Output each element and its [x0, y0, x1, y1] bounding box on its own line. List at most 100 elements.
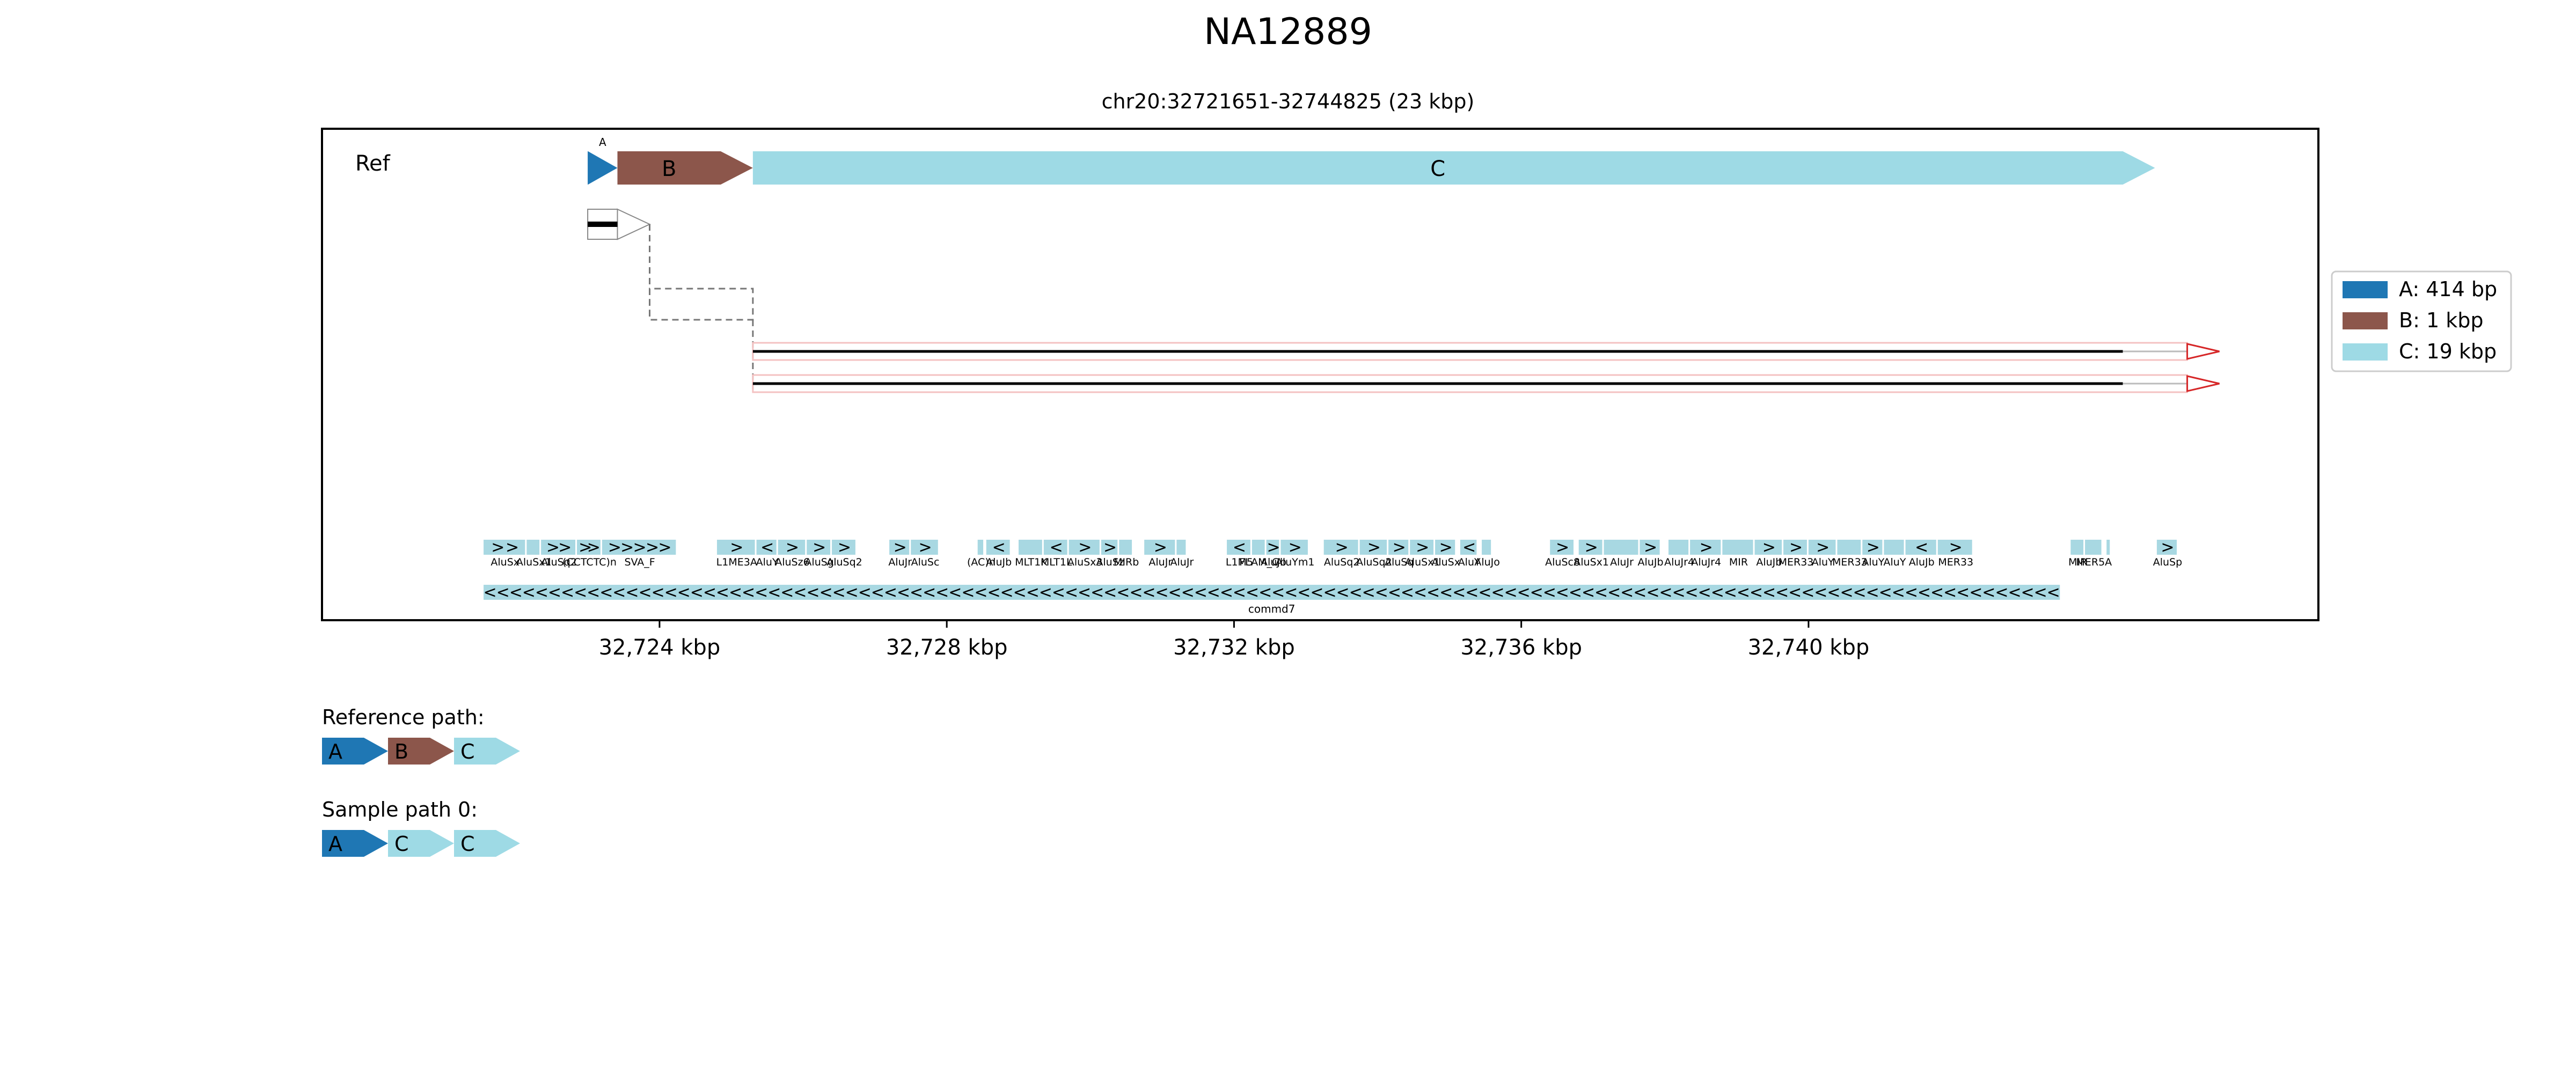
repeat-element — [484, 540, 525, 555]
repeat-label: AluJb — [1756, 556, 1782, 568]
gene-strand-arrow: < — [548, 583, 561, 602]
repeat-strand-arrow: > — [1867, 538, 1880, 557]
gene-strand-arrow: < — [1401, 583, 1414, 602]
repeat-strand-arrow: > — [838, 538, 851, 557]
gene-strand-arrow: < — [574, 583, 587, 602]
repeat-label: AluSq2 — [541, 556, 577, 568]
repeat-strand-arrow: > — [918, 538, 932, 557]
repeat-element — [2070, 540, 2084, 555]
gene-strand-arrow: < — [1491, 583, 1504, 602]
gene-strand-arrow: < — [1698, 583, 1711, 602]
gene-strand-arrow: < — [677, 583, 691, 602]
gene-strand-arrow: < — [1762, 583, 1776, 602]
repeat-element — [602, 540, 676, 555]
gene-strand-arrow: < — [1310, 583, 1323, 602]
repeat-element — [1862, 540, 1883, 555]
segment-c — [752, 151, 2155, 185]
gene-strand-arrow: < — [910, 583, 923, 602]
repeat-element — [1668, 540, 1689, 555]
repeat-label: AluJr — [1148, 556, 1172, 568]
gene-strand-arrow: < — [1827, 583, 1840, 602]
reads-track — [587, 208, 2220, 393]
gene-body — [484, 585, 2060, 600]
gene-strand-arrow: < — [664, 583, 678, 602]
gene-strand-arrow: < — [1930, 583, 1944, 602]
repeat-element — [1905, 540, 1936, 555]
region-subtitle: chr20:32721651-32744825 (23 kbp) — [1102, 90, 1475, 113]
path-segment-label: B — [394, 740, 408, 763]
repeat-element — [1722, 540, 1753, 555]
legend-swatch-c — [2343, 343, 2388, 361]
gene-strand-arrow: < — [1956, 583, 1970, 602]
gene-strand-arrow: < — [1194, 583, 1208, 602]
repeat-strand-arrow: > — [1335, 538, 1349, 557]
gene-strand-arrow: < — [1207, 583, 1220, 602]
gene-strand-arrow: < — [1633, 583, 1646, 602]
gene-strand-arrow: < — [923, 583, 936, 602]
gene-strand-arrow: < — [948, 583, 962, 602]
path-segment-label: A — [328, 740, 342, 763]
repeat-strand-arrow: > — [579, 538, 592, 557]
repeat-element — [1280, 540, 1308, 555]
repeat-strand-arrow: > — [1367, 538, 1381, 557]
gene-strand-arrow: < — [871, 583, 884, 602]
gene-strand-arrow: < — [1750, 583, 1763, 602]
repeat-label: AluJr — [888, 556, 912, 568]
repeat-strand-arrow: > — [813, 538, 826, 557]
gene-strand-arrow: < — [845, 583, 859, 602]
gene-strand-arrow: < — [1258, 583, 1272, 602]
gene-strand-arrow: < — [793, 583, 807, 602]
gene-strand-arrow: < — [1142, 583, 1155, 602]
repeat-label: AluYm1 — [1276, 556, 1315, 568]
gene-strand-arrow: < — [729, 583, 742, 602]
repeat-element — [1435, 540, 1455, 555]
repeat-element — [1550, 540, 1574, 555]
legend-label-b: B: 1 kbp — [2399, 308, 2483, 332]
x-tick-label: 32,724 kbp — [599, 635, 721, 660]
gene-strand-arrow: < — [1052, 583, 1065, 602]
repeat-label: MIRb — [1114, 556, 1139, 568]
gene-strand-arrow: < — [1569, 583, 1582, 602]
gene-strand-arrow: < — [1233, 583, 1246, 602]
gene-strand-arrow: < — [1414, 583, 1427, 602]
gene-strand-arrow: < — [1426, 583, 1440, 602]
x-tick-label: 32,732 kbp — [1173, 635, 1295, 660]
repeat-strand-arrow: > — [491, 538, 504, 557]
repeat-label: AluJb — [1909, 556, 1935, 568]
gene-strand-arrow: < — [767, 583, 781, 602]
repeat-strand-arrow: > — [2161, 538, 2174, 557]
legend-label-a: A: 414 bp — [2399, 277, 2497, 301]
repeat-label: AluSq2 — [826, 556, 862, 568]
repeat-element — [1144, 540, 1175, 555]
repeat-strand-arrow: > — [633, 538, 647, 557]
repeat-strand-arrow: > — [1154, 538, 1167, 557]
gene-strand-arrow: < — [819, 583, 833, 602]
repeat-strand-arrow: > — [730, 538, 743, 557]
repeat-strand-arrow: > — [1762, 538, 1776, 557]
gene-strand-arrow: < — [1504, 583, 1518, 602]
repeat-element — [977, 540, 984, 555]
gene-strand-arrow: < — [974, 583, 987, 602]
gene-strand-arrow: < — [1892, 583, 1905, 602]
gene-strand-arrow: < — [496, 583, 510, 602]
gene-strand-arrow: < — [1582, 583, 1595, 602]
gene-strand-arrow: < — [1594, 583, 1608, 602]
repeat-label: MER33 — [1938, 556, 1973, 568]
gene-track: <<<<<<<<<<<<<<<<<<<<<<<<<<<<<<<<<<<<<<<<… — [484, 583, 2060, 615]
repeat-strand-arrow: > — [1789, 538, 1803, 557]
gene-strand-arrow: < — [509, 583, 523, 602]
repeat-element — [1410, 540, 1434, 555]
gene-strand-arrow: < — [1530, 583, 1543, 602]
gene-strand-arrow: < — [1129, 583, 1143, 602]
read-3-arrowhead — [2186, 375, 2220, 392]
read-1-connector — [649, 224, 754, 321]
repeat-element — [1388, 540, 1409, 555]
gene-strand-arrow: < — [1737, 583, 1750, 602]
gene-strand-arrow: < — [1323, 583, 1336, 602]
repeat-label: MIR — [2068, 556, 2087, 568]
gene-strand-arrow: < — [1103, 583, 1117, 602]
gene-strand-arrow: < — [1556, 583, 1569, 602]
repeat-label: MER5A — [2076, 556, 2112, 568]
